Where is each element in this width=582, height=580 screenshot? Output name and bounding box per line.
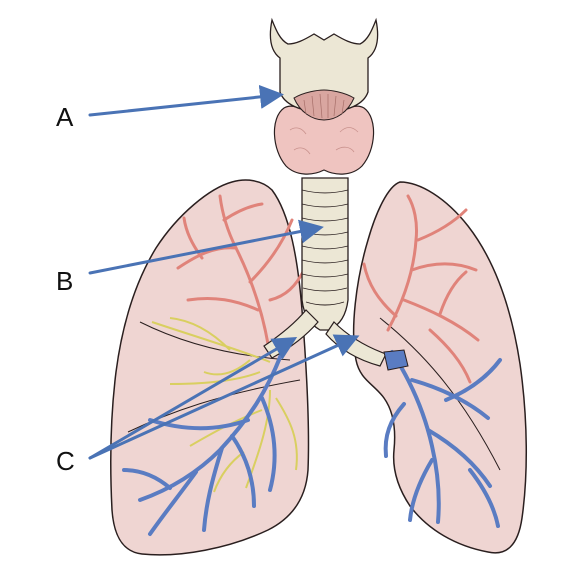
right-lung-fissure-oblique — [127, 379, 301, 433]
left-lung-fissure — [379, 317, 501, 471]
left-bronchus-vein-segment — [383, 349, 409, 371]
label-arrows — [88, 84, 360, 460]
right-lung-veins — [122, 350, 284, 536]
left-lung — [352, 181, 528, 554]
cricothyroid — [293, 89, 355, 121]
left-lung-veins — [383, 350, 502, 528]
right-lung-arteries — [176, 194, 306, 346]
left-lung-arteries — [362, 194, 480, 384]
larynx — [269, 17, 379, 121]
arrow-a — [88, 84, 284, 117]
arrow-b — [88, 219, 324, 275]
right-lung-fissure-horizontal — [139, 321, 291, 361]
thyroid-cartilage — [269, 17, 379, 113]
label-c: C — [56, 446, 75, 476]
right-lung — [110, 179, 310, 556]
trachea-rings — [301, 189, 349, 306]
label-b: B — [56, 266, 73, 296]
arrow-c-lower — [88, 334, 360, 460]
label-a: A — [56, 102, 74, 132]
arrow-c-upper — [88, 336, 298, 460]
left-lung-outline — [352, 181, 528, 554]
trachea-tube — [301, 177, 349, 331]
